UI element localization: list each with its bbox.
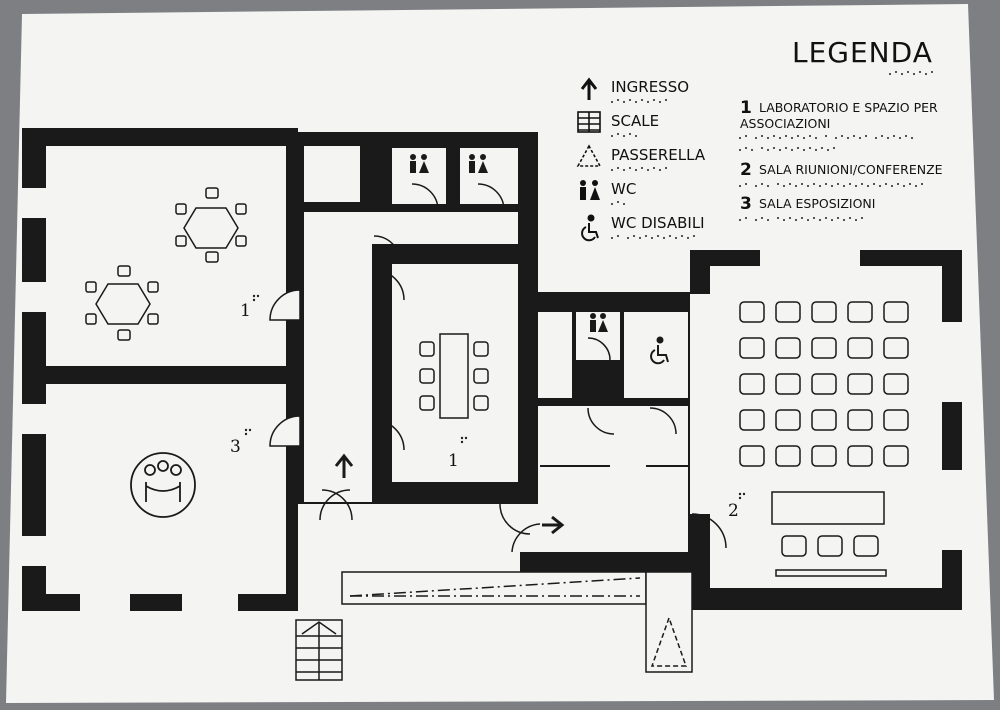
walkway-triangle-icon — [650, 615, 688, 667]
restroom-icon — [410, 154, 429, 173]
restroom-icon — [580, 180, 600, 200]
window-gap — [22, 188, 46, 218]
hexagon-table-icon — [175, 187, 247, 263]
wheelchair-icon — [581, 214, 599, 242]
legend-room-3-line1: SALA ESPOSIZIONI — [759, 196, 875, 211]
legend-label-wc-disabili: WC DISABILI — [611, 214, 705, 232]
restroom-icon — [590, 313, 608, 332]
wc-mid-1-floor — [538, 312, 572, 398]
conference-seats-icon — [739, 301, 909, 577]
corridor-floor — [304, 212, 372, 502]
wc-mid-2-floor — [576, 312, 620, 360]
window-gap — [80, 594, 130, 611]
wc-top-1-floor — [392, 148, 446, 204]
legend-room-number-3: 3 — [740, 194, 752, 214]
hall-top-floor — [372, 212, 518, 244]
walkway-ramp — [645, 571, 693, 673]
window-gap — [22, 282, 46, 312]
door-swings — [269, 183, 727, 553]
legend-symbols-braille — [611, 99, 695, 239]
wc-disabled-floor — [624, 312, 688, 398]
stairs-icon — [295, 619, 343, 681]
legend-room-1-line1: LABORATORIO E SPAZIO PER — [759, 100, 938, 115]
wc-top-floor — [304, 146, 360, 202]
entrance-arrow-icon — [542, 515, 565, 535]
stairs-icon — [577, 111, 601, 133]
door-gap — [520, 504, 540, 552]
entry-hall-floor — [298, 504, 520, 576]
legend-title-braille — [889, 71, 933, 75]
restroom-icon — [469, 154, 488, 173]
map-room-number-2: 2 — [728, 501, 739, 521]
wall-gap — [690, 294, 710, 514]
hexagon-table-icon — [85, 265, 159, 341]
legend: LEGENDA INGRESSO SCALE PASSERELLA WC — [576, 36, 943, 242]
floor-plan: 1 3 1 2 — [22, 128, 962, 681]
legend-room-2-line1: SALA RIUNIONI/CONFERENZE — [759, 162, 943, 177]
window-gap — [182, 594, 238, 611]
legend-room-1-line2: ASSOCIAZIONI — [740, 116, 830, 131]
window-gap — [760, 250, 860, 266]
room-bottom-left-floor — [46, 384, 286, 594]
window-gap — [942, 470, 962, 550]
legend-label-scale: SCALE — [611, 112, 659, 130]
window-gap — [22, 536, 46, 566]
map-room-number-3: 3 — [230, 437, 241, 457]
entrance-arrow-icon — [334, 453, 354, 478]
triangle-icon — [576, 144, 602, 167]
wc-top-2-floor — [460, 148, 518, 204]
braille-dots — [244, 294, 746, 500]
walkway-line — [349, 577, 641, 597]
legend-label-passerella: PASSERELLA — [611, 146, 706, 164]
arrow-up-icon — [580, 77, 598, 100]
legend-label-ingresso: INGRESSO — [611, 78, 689, 96]
legend-label-wc: WC — [611, 180, 636, 198]
meeting-table-icon — [419, 333, 489, 419]
legend-rooms-braille — [739, 135, 923, 221]
window-gap — [942, 322, 962, 402]
exhibition-icon — [130, 452, 196, 518]
map-room-number-1-center: 1 — [448, 451, 459, 471]
window-gap — [22, 404, 46, 434]
wheelchair-icon — [650, 336, 669, 365]
legend-room-number-1: 1 — [740, 98, 752, 118]
hall-mid-floor — [538, 406, 688, 552]
legend-title: LEGENDA — [792, 36, 933, 69]
legend-room-number-2: 2 — [740, 160, 752, 180]
room-top-left-floor — [46, 146, 286, 366]
map-room-number-1-left: 1 — [240, 301, 251, 321]
walkway-frame — [341, 571, 647, 605]
